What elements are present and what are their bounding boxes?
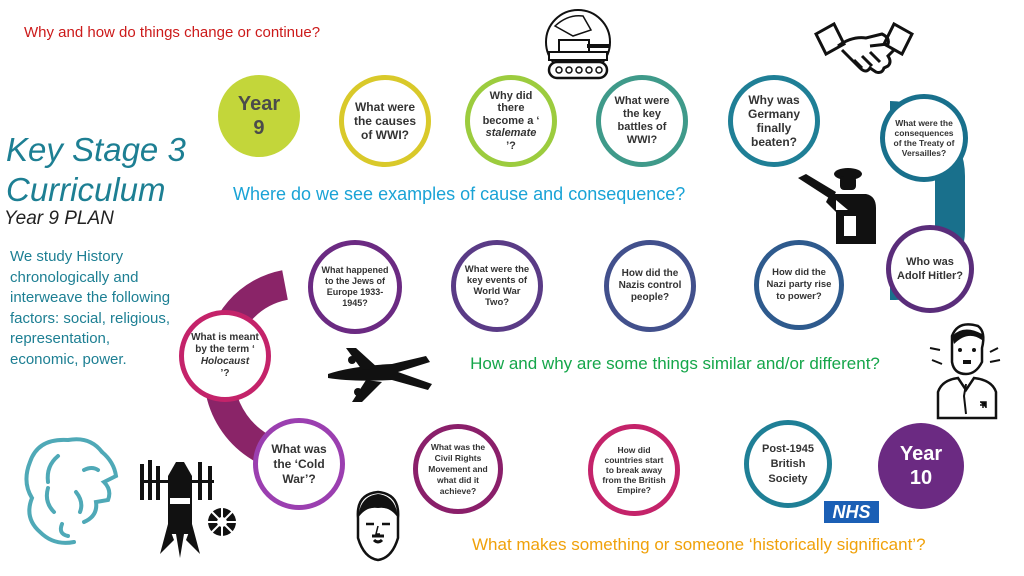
title-line-1: Key Stage 3 [6,131,186,168]
lion-icon [24,437,119,545]
plan-subtitle: Year 9 PLAN [4,208,114,229]
node-stalemate: Why did there become a ‘stalemate’? [465,75,557,167]
similar-question: How and why are some things similar and/… [470,354,880,373]
main-question: Why and how do things change or continue… [24,24,321,41]
node-holocaust: What is meant by the term ‘Holocaust’? [179,310,271,402]
node-jews-europe: What happened to the Jews of Europe 1933… [308,240,402,334]
significance-question: What makes something or someone ‘histori… [472,535,926,554]
handshake-icon [814,21,914,74]
node-adolf-hitler: Who was Adolf Hitler? [886,225,974,313]
node-nazi-rise: How did the Nazi party rise to power? [754,240,844,330]
rocket-icon [140,460,236,558]
plane-icon [328,348,432,402]
soldier-icon [798,168,876,244]
year-10-number: 10 [909,467,933,489]
nhs-logo: NHS [824,501,879,523]
node-key-battles-wwi: What were the key battles of WWI? [596,75,688,167]
node-causes-wwi: What were the causes of WWI? [339,75,431,167]
hitler-icon [929,323,1001,420]
node-post-1945-society: Post-1945 British Society [744,420,832,508]
node-ww2-events: What were the key events of World War Tw… [451,240,543,332]
node-british-empire: How did countries start to break away fr… [588,424,680,516]
martin-luther-king-icon [356,490,400,562]
title-line-2: Curriculum [6,171,166,208]
year-10-label: Year [899,443,943,465]
year-9-label: Year [237,93,281,115]
intro-text: We study History chronologically and int… [10,248,171,368]
cause-question: Where do we see examples of cause and co… [233,184,686,204]
node-cold-war: What was the ‘Cold War’? [253,418,345,510]
node-treaty-versailles: What were the consequences of the Treaty… [880,94,968,182]
tank-icon [545,9,611,80]
year-9-number: 9 [253,117,265,139]
node-nazi-control: How did the Nazis control people? [604,240,696,332]
node-civil-rights: What was the Civil Rights Movement and w… [413,424,503,514]
page-title: Key Stage 3 Curriculum [6,130,186,210]
node-germany-beaten: Why was Germany finally beaten? [728,75,820,167]
